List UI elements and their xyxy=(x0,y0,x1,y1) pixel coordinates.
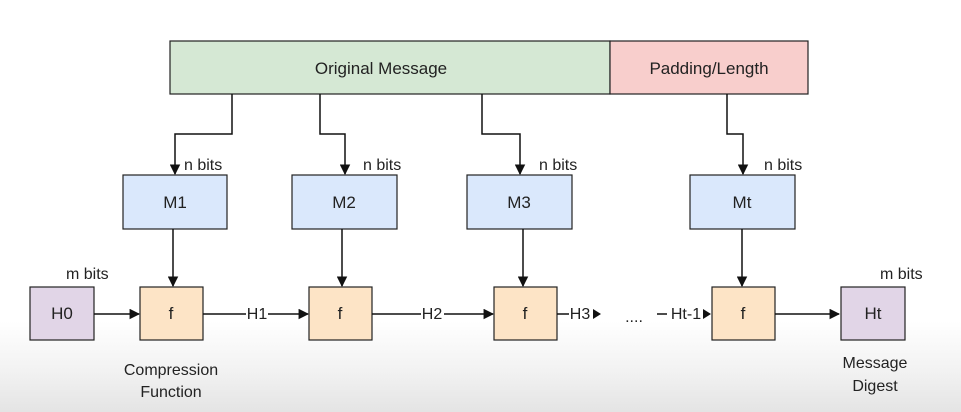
split-arrow-m3 xyxy=(481,94,526,176)
chain-label-ht-1: Ht-1 xyxy=(671,306,701,323)
ht-label: Ht xyxy=(865,304,882,323)
block-m3 xyxy=(466,174,573,230)
n-bits-label-m2: n bits xyxy=(363,157,401,174)
compression-caption-line1: Compression xyxy=(124,362,218,379)
n-bits-label-mt: n bits xyxy=(764,157,802,174)
padding-length-label: Padding/Length xyxy=(649,59,768,78)
split-arrow-m1 xyxy=(169,94,233,176)
block-mt-label: Mt xyxy=(733,193,752,212)
compression-f-2 xyxy=(308,286,373,341)
m-bits-label-h0: m bits xyxy=(66,266,109,283)
compression-f-t-label: f xyxy=(741,304,746,323)
original-message-label: Original Message xyxy=(315,59,447,78)
compression-f-1-label: f xyxy=(169,304,174,323)
split-arrow-m2 xyxy=(319,94,351,176)
n-bits-label-m1: n bits xyxy=(184,157,222,174)
arrow-ht1-head xyxy=(703,309,711,319)
chain-label-h3: H3 xyxy=(570,306,591,323)
block-m2-label: M2 xyxy=(332,193,356,212)
n-bits-label-m3: n bits xyxy=(539,157,577,174)
h0-label: H0 xyxy=(51,304,73,323)
block-m2 xyxy=(291,174,398,230)
block-mt xyxy=(689,174,796,230)
chain-label-h1: H1 xyxy=(247,306,268,323)
ellipsis: .... xyxy=(625,309,643,326)
chain-label-h2: H2 xyxy=(422,306,443,323)
block-m1 xyxy=(122,174,228,230)
compression-caption-line2: Function xyxy=(140,384,201,401)
h0-box xyxy=(29,286,95,341)
block-m3-label: M3 xyxy=(507,193,531,212)
original-message-box xyxy=(169,40,611,95)
block-m1-label: M1 xyxy=(163,193,187,212)
compression-f-3-label: f xyxy=(523,304,528,323)
message-digest-caption-line2: Digest xyxy=(852,378,898,395)
ht-box xyxy=(840,286,906,341)
split-arrow-mt xyxy=(726,94,749,176)
message-digest-caption-line1: Message xyxy=(843,355,908,372)
arrow-h3-head xyxy=(593,309,601,319)
padding-length-box xyxy=(609,40,809,95)
m-bits-label-ht: m bits xyxy=(880,266,923,283)
compression-f-2-label: f xyxy=(338,304,343,323)
compression-f-t xyxy=(711,286,776,341)
